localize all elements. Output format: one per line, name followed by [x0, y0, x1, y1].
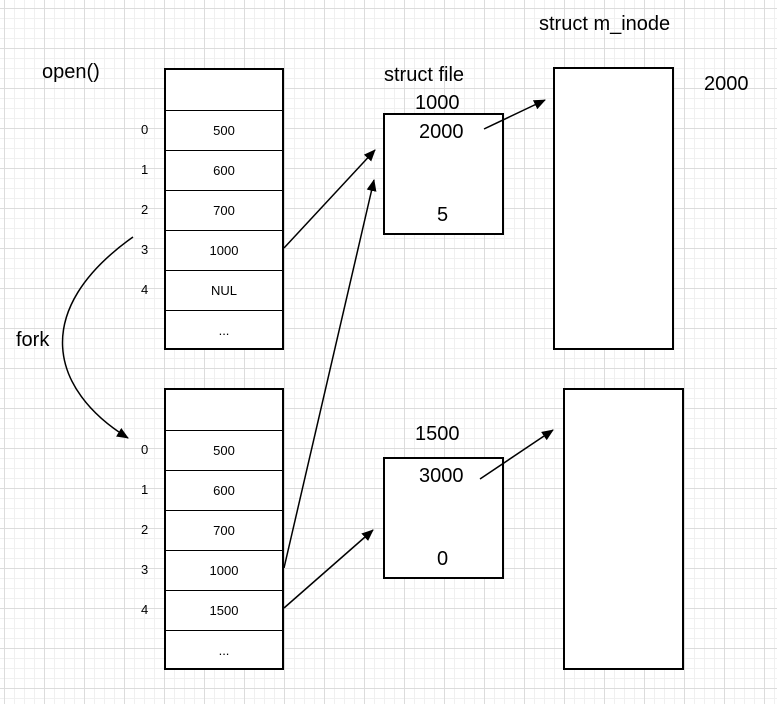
- fd-index: 3: [141, 562, 149, 577]
- fork-arrow: [61, 236, 134, 439]
- fd-table-cell: [166, 390, 282, 430]
- fd-table-cell: NUL: [166, 270, 282, 310]
- fork-label: fork: [16, 329, 50, 351]
- fd-table-cell: 1500: [166, 590, 282, 630]
- fd-index: 2: [141, 202, 149, 217]
- struct-file-box: [383, 113, 504, 235]
- fd-index: 1: [141, 482, 149, 497]
- fd-table-cell: 700: [166, 190, 282, 230]
- file-address-label: 1000: [415, 92, 460, 114]
- child-fd-table: 500 600 700 1000 1500 ...: [164, 388, 284, 670]
- inode-box: [553, 67, 674, 350]
- fd-table-cell: 600: [166, 470, 282, 510]
- pointer-arrow: [283, 149, 376, 249]
- fd-index: 1: [141, 162, 149, 177]
- fd-table-cell: ...: [166, 310, 282, 350]
- fd-table-cell: [166, 70, 282, 110]
- fd-index: 0: [141, 442, 149, 457]
- open-label: open(): [42, 61, 100, 83]
- file-inode-pointer: 2000: [419, 121, 464, 143]
- file-ref-count: 0: [437, 548, 449, 570]
- struct-inode-label: struct m_inode: [539, 13, 671, 35]
- pointer-arrow: [283, 529, 374, 609]
- fd-index: 4: [141, 282, 149, 297]
- inode-address-label: 2000: [704, 73, 749, 95]
- file-inode-pointer: 3000: [419, 465, 464, 487]
- fd-table-cell: 700: [166, 510, 282, 550]
- file-ref-count: 5: [437, 204, 449, 226]
- fd-index: 3: [141, 242, 149, 257]
- file-address-label: 1500: [415, 423, 460, 445]
- fd-table-cell: 500: [166, 110, 282, 150]
- pointer-arrow: [283, 179, 377, 569]
- fd-table-cell: ...: [166, 630, 282, 670]
- struct-file-label: struct file: [384, 64, 465, 86]
- fd-table-cell: 1000: [166, 550, 282, 590]
- fd-table-cell: 500: [166, 430, 282, 470]
- fd-index: 0: [141, 122, 149, 137]
- inode-box: [563, 388, 684, 670]
- parent-fd-table: 500 600 700 1000 NUL ...: [164, 68, 284, 350]
- fd-index: 2: [141, 522, 149, 537]
- fd-index: 4: [141, 602, 149, 617]
- fd-table-cell: 600: [166, 150, 282, 190]
- fd-table-cell: 1000: [166, 230, 282, 270]
